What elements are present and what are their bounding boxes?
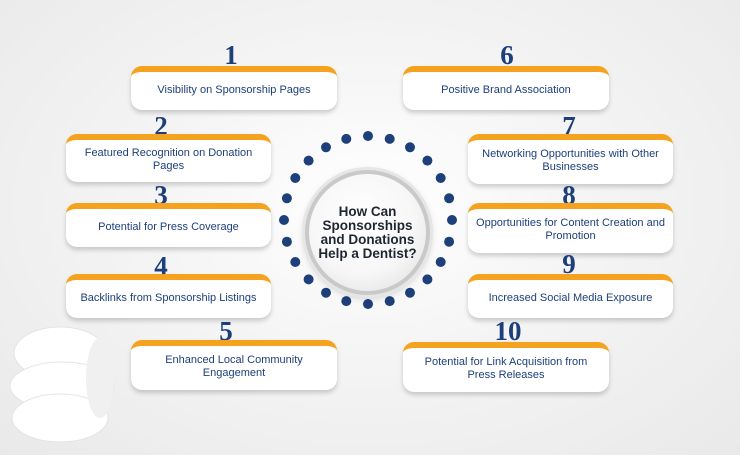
ring-dot [321, 142, 331, 153]
benefit-label-2: Featured Recognition on Donation Pages [84, 147, 253, 172]
benefit-number-10: 10 [494, 316, 522, 346]
benefit-card-5: Enhanced Local Community Engagement [131, 340, 337, 390]
benefit-number-5: 5 [219, 316, 233, 346]
ring-dot [422, 155, 433, 166]
ring-dot [279, 215, 289, 225]
ring-dot [405, 142, 415, 153]
benefit-number-3: 3 [154, 180, 168, 210]
benefit-number-8: 8 [562, 180, 576, 210]
ring-dot [341, 133, 352, 144]
benefit-number-6: 6 [500, 40, 514, 70]
benefit-label-4: Backlinks from Sponsorship Listings [80, 291, 257, 304]
ring-dot [341, 296, 352, 307]
ring-dot [405, 287, 415, 298]
ring-dot [444, 236, 455, 247]
benefit-label-1: Visibility on Sponsorship Pages [157, 83, 311, 96]
ring-dot [422, 274, 433, 285]
benefit-label-8: Opportunities for Content Creation and P… [476, 217, 665, 242]
ring-dot [281, 193, 292, 204]
benefit-label-9: Increased Social Media Exposure [488, 291, 653, 304]
ring-dot [384, 133, 395, 144]
ring-dot [363, 131, 373, 141]
ring-dot [444, 193, 455, 204]
ring-dot [363, 299, 373, 309]
benefit-card-7: Networking Opportunities with Other Busi… [468, 134, 673, 184]
ring-dot [321, 287, 331, 298]
benefit-number-1: 1 [224, 40, 238, 70]
benefit-label-7: Networking Opportunities with Other Busi… [482, 148, 659, 173]
benefit-number-9: 9 [562, 249, 576, 279]
benefit-card-2: Featured Recognition on Donation Pages [66, 134, 271, 182]
ring-dot [290, 173, 301, 183]
benefit-number-4: 4 [154, 251, 168, 281]
benefit-card-3: Potential for Press Coverage [66, 203, 271, 247]
benefit-card-1: Visibility on Sponsorship Pages [131, 66, 337, 110]
benefit-label-3: Potential for Press Coverage [98, 220, 239, 233]
ring-dot [384, 296, 395, 307]
ring-dot [435, 257, 446, 267]
ring-dot [303, 274, 314, 285]
benefit-label-10: Potential for Link Acquisition from Pres… [424, 356, 588, 381]
benefit-label-6: Positive Brand Association [441, 83, 571, 96]
benefit-card-10: Potential for Link Acquisition from Pres… [403, 342, 609, 392]
hub-circle: How Can Sponsorships and Donations Help … [305, 170, 430, 295]
globe-graphic [9, 326, 115, 443]
ring-dot [281, 236, 292, 247]
ring-dot [290, 257, 301, 267]
benefit-card-4: Backlinks from Sponsorship Listings [66, 274, 271, 318]
ring-dot [435, 173, 446, 183]
benefit-label-5: Enhanced Local Community Engagement [165, 354, 303, 379]
benefit-number-2: 2 [154, 111, 168, 141]
benefit-card-6: Positive Brand Association [403, 66, 609, 110]
ring-dot [447, 215, 457, 225]
benefit-number-7: 7 [562, 111, 576, 141]
hub-title: How Can Sponsorships and Donations Help … [318, 203, 417, 261]
ring-dot [303, 155, 314, 166]
benefit-card-8: Opportunities for Content Creation and P… [468, 203, 673, 253]
benefit-card-9: Increased Social Media Exposure [468, 274, 673, 318]
